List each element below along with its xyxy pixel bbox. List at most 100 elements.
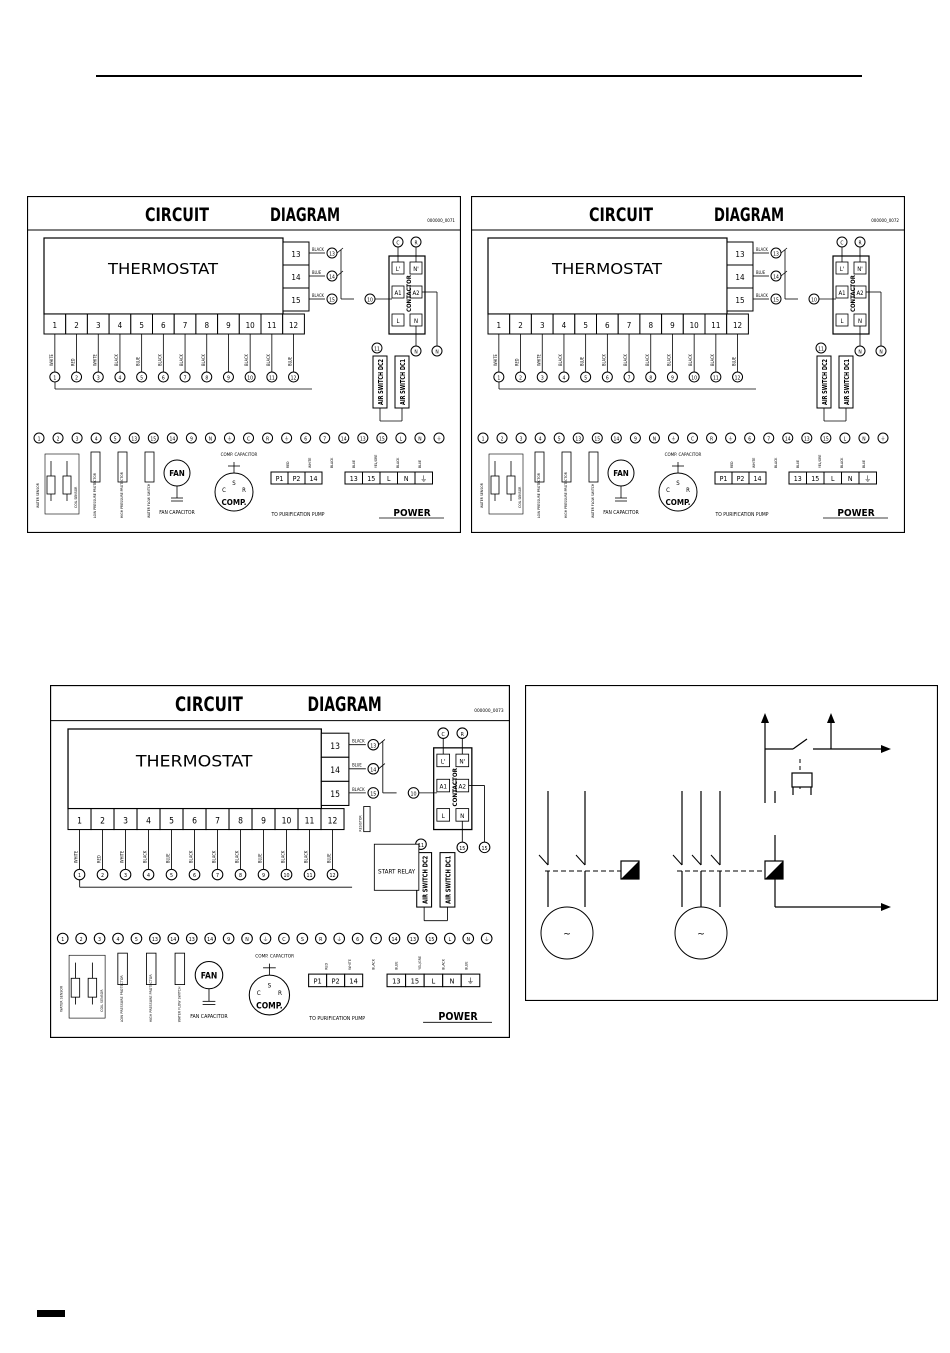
wire-marker xyxy=(234,868,247,881)
mini-wire-label: BLUE xyxy=(862,460,866,468)
thermostat-box xyxy=(67,728,322,810)
lower-terminal-label: C xyxy=(691,437,694,443)
lower-terminal-label: R xyxy=(319,937,323,943)
mini-wire-label: WHITE xyxy=(308,458,312,468)
lower-terminal xyxy=(166,432,178,444)
lower-terminal xyxy=(858,432,870,444)
water-sensor-resistor xyxy=(70,977,81,998)
pump-terminal-label: 14 xyxy=(349,977,357,986)
wire-marker-label: 2 xyxy=(101,873,104,879)
side-terminal-label: 13 xyxy=(735,250,744,259)
lower-terminal xyxy=(338,432,350,444)
comp-capacitor-label: COMP. CAPACITOR xyxy=(255,953,294,959)
lower-terminal-label: R xyxy=(266,437,269,443)
lower-terminal xyxy=(75,932,87,945)
contactor-terminal xyxy=(436,808,451,822)
pump-terminal-label: P1 xyxy=(720,475,728,483)
diagram-title-left: CIRCUIT xyxy=(589,204,653,226)
lower-terminal xyxy=(395,432,407,444)
wire-marker-label: 10 xyxy=(283,873,289,879)
wire-color-label: BLUE xyxy=(136,356,141,366)
mini-wire-label: BLUE xyxy=(418,460,422,468)
power-label: POWER xyxy=(393,508,430,519)
pump-terminal-label: P2 xyxy=(737,475,745,483)
power-terminal xyxy=(414,471,433,485)
wire-marker xyxy=(326,868,339,881)
coil-sensor-label: COIL SENSOR xyxy=(100,989,104,1012)
side-marker-label: 14 xyxy=(329,275,335,281)
marker-c: C xyxy=(396,241,399,247)
wire-marker xyxy=(222,371,234,383)
wire-color-label: RED xyxy=(515,358,520,366)
pump-label: TO PURIFICATION PUMP xyxy=(308,1016,365,1022)
lower-terminal xyxy=(33,432,45,444)
air-switch-label: AIR SWITCH DC2 xyxy=(420,855,429,903)
wire-color-label: BLACK xyxy=(179,354,184,366)
mini-wire-label: BLUE xyxy=(395,962,399,970)
thermostat-terminal-label: 11 xyxy=(305,815,315,825)
marker-r: R xyxy=(414,241,417,247)
marker-11 xyxy=(371,342,383,354)
protector-switch xyxy=(90,451,101,483)
wire-marker-label: 3 xyxy=(541,376,544,382)
thermostat-terminal-label: 10 xyxy=(282,815,292,825)
contactor-terminal-label: A2 xyxy=(459,784,467,791)
lower-terminal xyxy=(278,932,290,945)
lower-terminal xyxy=(167,932,180,945)
contactor-terminal xyxy=(455,753,470,768)
marker-n xyxy=(478,841,491,854)
thermostat-terminal-label: 7 xyxy=(627,321,632,330)
wire-marker-label: 4 xyxy=(147,873,150,879)
lower-terminal-label: ⏚ xyxy=(484,936,489,943)
wire-color-label: WHITE xyxy=(493,353,498,366)
lower-terminal-label: 15 xyxy=(428,937,434,943)
lower-terminal-label: N xyxy=(418,437,421,443)
wire-marker-label: 11 xyxy=(269,376,275,382)
lower-terminal-label: N xyxy=(245,937,249,943)
wire-marker xyxy=(96,868,109,881)
contactor-terminal-label: N' xyxy=(857,266,863,273)
lower-terminal xyxy=(319,432,331,444)
marker-n xyxy=(431,345,443,357)
side-terminal-marker xyxy=(367,738,380,751)
protector-label: WATER FLOW SWITCH xyxy=(147,483,151,518)
lower-terminal xyxy=(93,932,106,945)
lower-terminal xyxy=(71,432,83,444)
thermostat-terminal-label: 9 xyxy=(261,815,266,825)
side-terminal xyxy=(320,732,350,758)
wire-color-label: BLACK xyxy=(211,850,216,863)
thermostat-terminal-label: 10 xyxy=(690,321,700,330)
marker-11-label: 11 xyxy=(818,347,824,353)
lower-terminal xyxy=(333,932,346,945)
coil-sensor-label: COIL SENSOR xyxy=(74,486,78,508)
pump-label: TO PURIFICATION PUMP xyxy=(271,512,325,518)
mini-wire-label: WHITE xyxy=(752,458,756,468)
wire-marker-label: 6 xyxy=(162,376,165,382)
lower-terminal xyxy=(90,432,102,444)
thermostat-terminal-label: 6 xyxy=(192,815,197,825)
thermostat-terminal-label: 6 xyxy=(605,321,610,330)
lower-terminal-label: 4 xyxy=(117,937,120,943)
lower-terminal-label: 15 xyxy=(823,437,829,443)
side-wire-label: BLUE xyxy=(312,270,322,275)
lower-terminal-label: 6 xyxy=(356,937,359,943)
power-terminal-label: N xyxy=(404,475,409,483)
lower-terminal-label: 2 xyxy=(57,437,60,443)
wire-marker-label: 9 xyxy=(671,376,674,382)
side-terminal-label: 15 xyxy=(735,296,744,305)
lower-terminal-label: ⏚ xyxy=(263,936,268,943)
protector-label: LOW PRESSURE PROTECTOR xyxy=(93,472,97,518)
lower-terminal-label: 14 xyxy=(391,937,397,943)
lower-terminal-label: ⏚ xyxy=(227,436,232,443)
wire-marker xyxy=(71,371,83,383)
lower-terminal xyxy=(109,432,121,444)
lower-terminal xyxy=(56,932,69,945)
lower-terminal xyxy=(185,432,197,444)
lower-terminal-label: 13 xyxy=(131,437,137,443)
wire-marker xyxy=(157,371,169,383)
wire-color-label: RED xyxy=(96,855,101,863)
power-terminal-label: N xyxy=(449,977,454,986)
side-wire-label: BLUE xyxy=(756,270,766,275)
